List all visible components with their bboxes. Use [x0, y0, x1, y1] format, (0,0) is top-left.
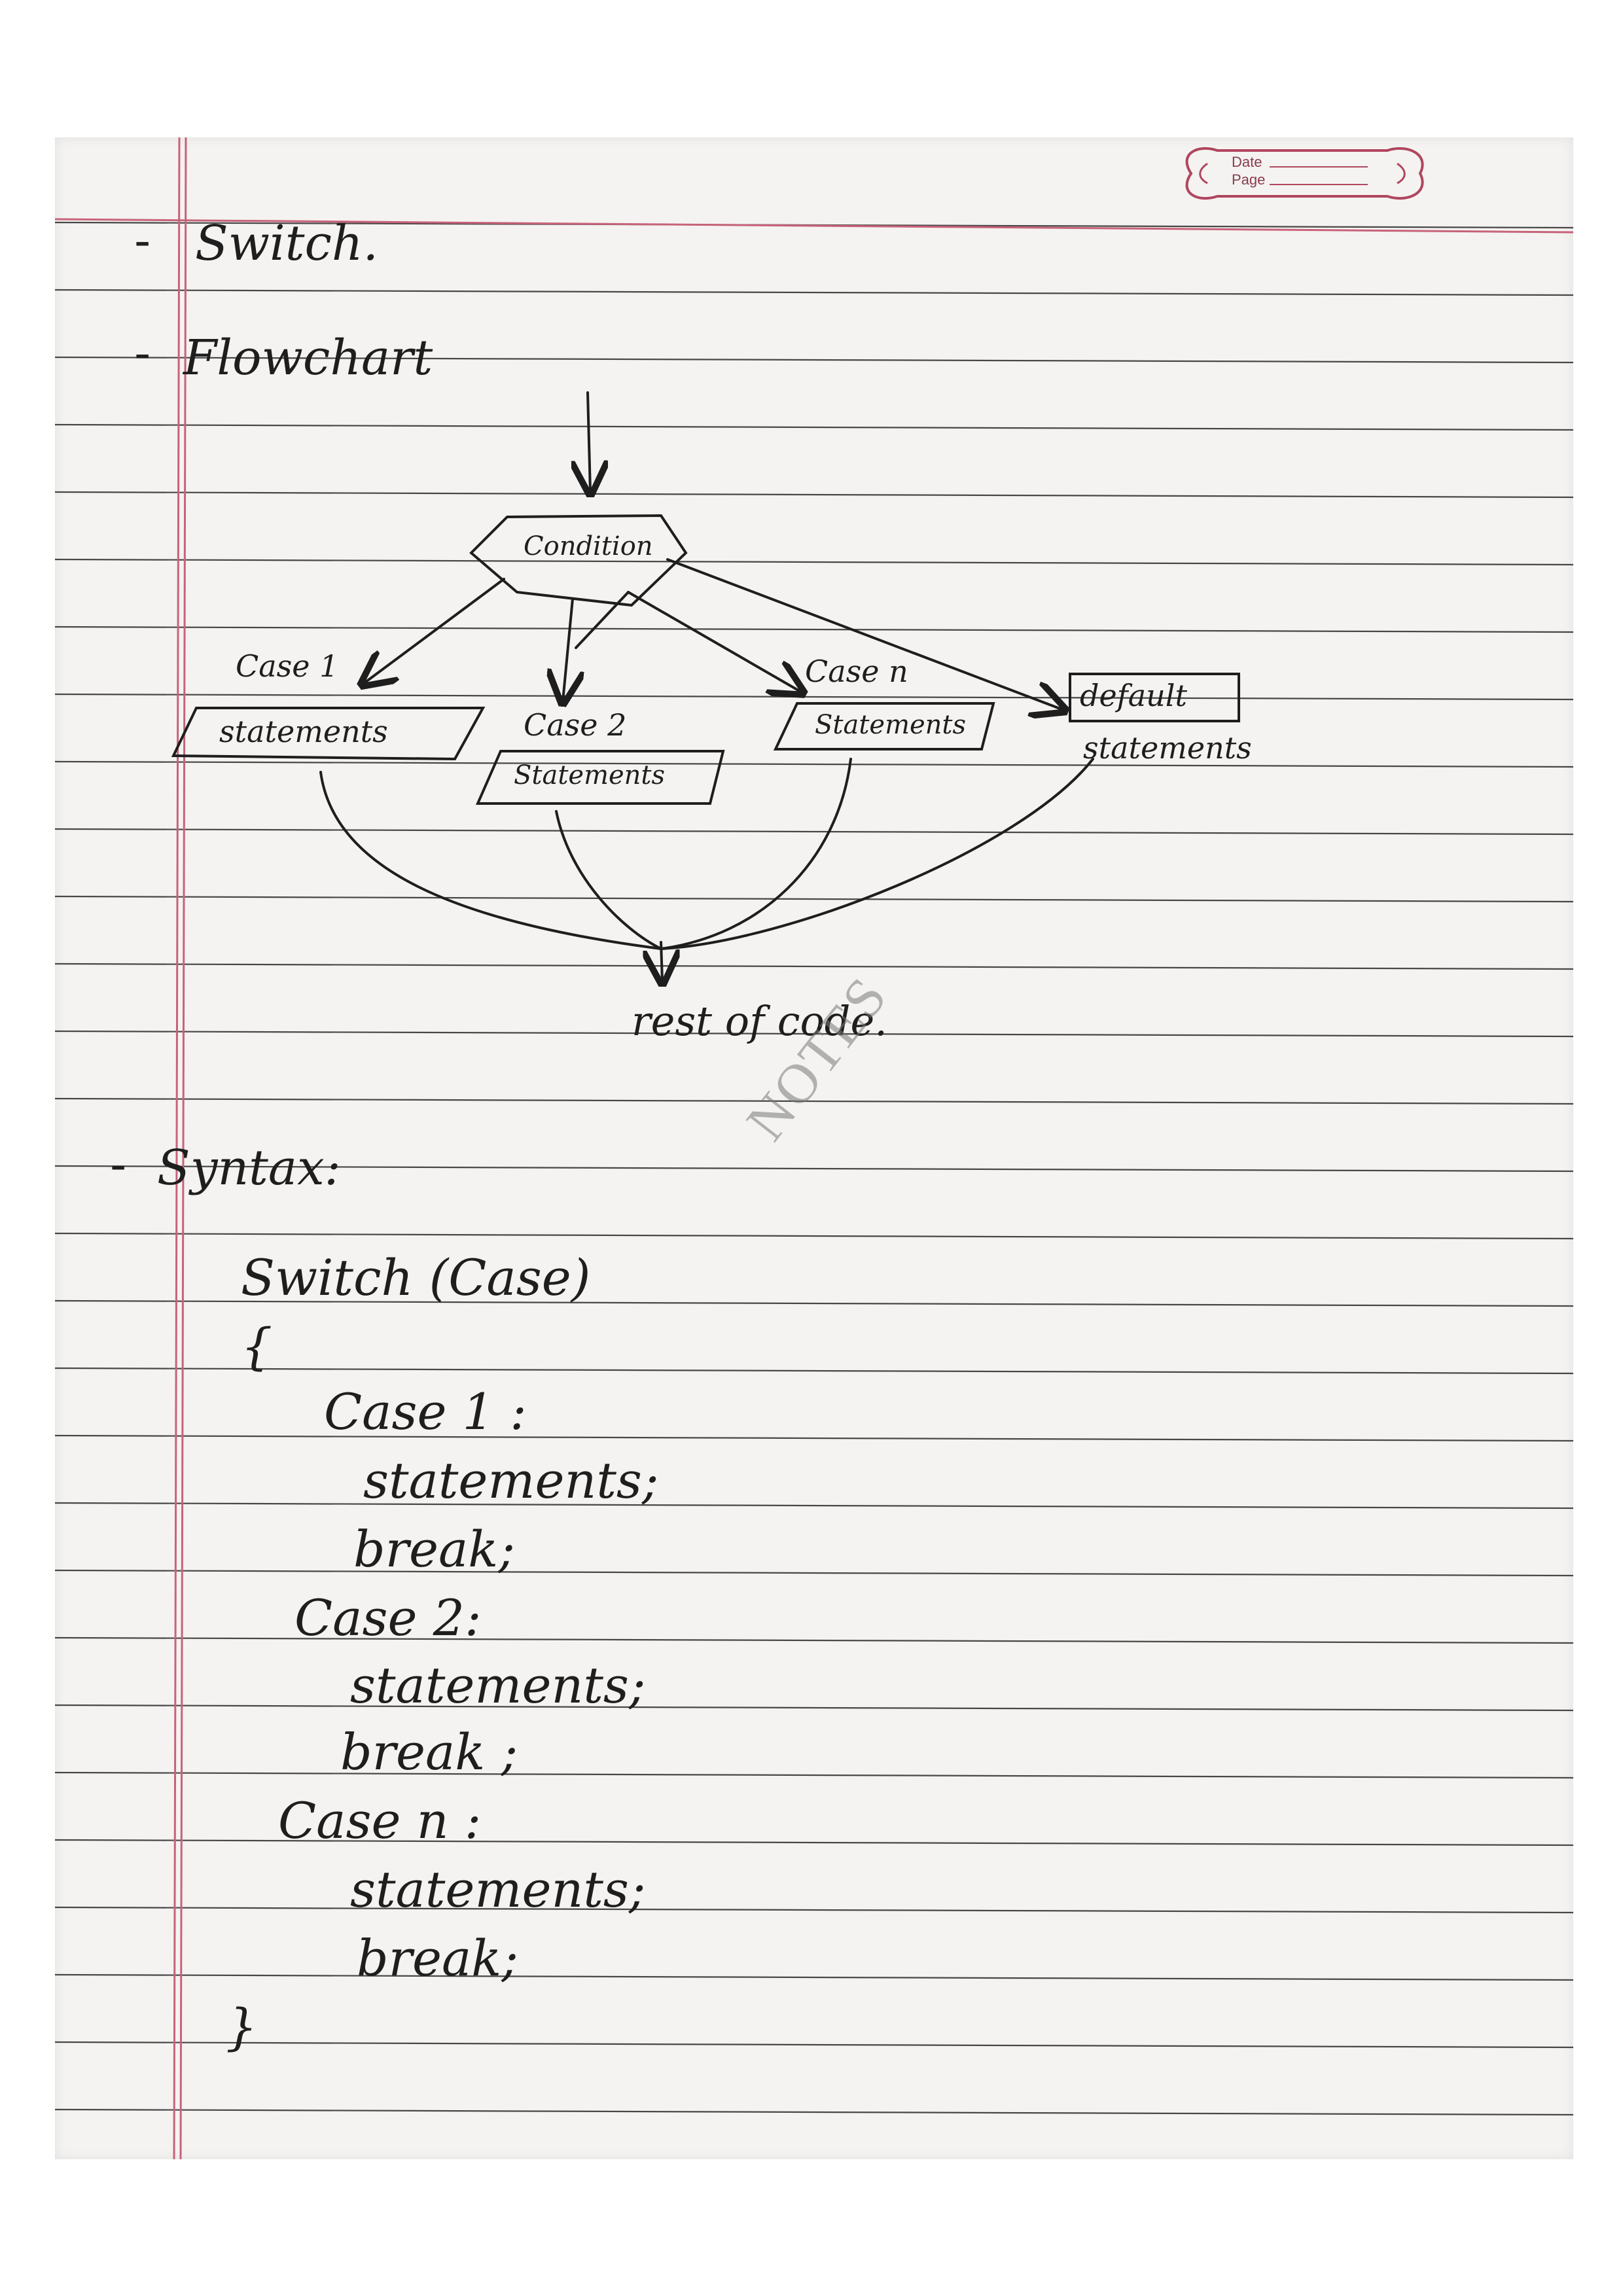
code-line: Switch (Case) — [241, 1248, 591, 1307]
margin-line — [179, 137, 187, 2159]
notebook-page — [55, 137, 1573, 2159]
rule-line — [55, 2041, 1573, 2049]
bullet-dash: - — [134, 214, 151, 268]
rule-line — [55, 1839, 1573, 1846]
heading-syntax: Syntax: — [157, 1140, 341, 1196]
rule-line — [55, 1502, 1573, 1510]
rule-line — [55, 1097, 1573, 1105]
heading-switch: Switch. — [195, 215, 379, 272]
code-line: Case 2: — [294, 1589, 482, 1647]
page-label: Page — [1232, 171, 1266, 188]
condition-label: Condition — [524, 531, 653, 561]
rule-line — [55, 1704, 1573, 1712]
rule-line — [55, 356, 1573, 364]
rule-line — [55, 828, 1573, 836]
rule-line — [55, 1165, 1573, 1173]
code-line: } — [226, 1998, 258, 2056]
casen-label: Case n — [805, 654, 908, 689]
rule-line — [55, 1434, 1573, 1442]
rest-of-code: rest of code. — [632, 997, 887, 1045]
margin-line — [173, 137, 181, 2159]
case2-statements: Statements — [514, 760, 666, 790]
default-label: default — [1080, 678, 1187, 713]
bullet-dash: - — [134, 327, 151, 380]
heading-flowchart: Flowchart — [183, 330, 433, 386]
rule-line — [55, 423, 1573, 431]
rule-line — [55, 760, 1573, 768]
code-line: break; — [357, 1929, 518, 1987]
date-page-stamp: Date Page — [1171, 137, 1433, 209]
case2-label: Case 2 — [524, 707, 627, 743]
code-line: statements; — [363, 1451, 659, 1510]
rule-line — [55, 289, 1573, 296]
rule-line — [55, 1569, 1573, 1577]
rule-line — [55, 491, 1573, 499]
rule-line — [55, 1030, 1573, 1038]
rule-line — [55, 558, 1573, 566]
case1-statements: statements — [219, 714, 388, 749]
rule-line — [55, 1232, 1573, 1240]
default-statements: statements — [1083, 730, 1252, 766]
rule-line — [55, 2108, 1573, 2116]
code-line: break; — [353, 1520, 515, 1578]
stamp-border-icon — [1185, 147, 1424, 200]
code-line: break ; — [340, 1723, 518, 1781]
rule-line — [55, 895, 1573, 903]
rule-line — [55, 1906, 1573, 1914]
rule-line — [55, 1367, 1573, 1375]
bullet-dash: - — [110, 1138, 127, 1192]
code-line: Case n : — [278, 1792, 482, 1850]
code-line: statements; — [350, 1656, 646, 1714]
rule-line — [55, 626, 1573, 633]
date-label: Date — [1232, 154, 1262, 170]
rule-line — [55, 1299, 1573, 1307]
rule-line — [55, 693, 1573, 701]
casen-statements: Statements — [815, 710, 967, 740]
rule-line — [55, 1636, 1573, 1644]
case1-label: Case 1 — [236, 648, 339, 684]
rule-line — [55, 963, 1573, 970]
code-line: Case 1 : — [324, 1383, 527, 1441]
rule-line — [55, 1771, 1573, 1779]
top-margin-line — [55, 218, 1573, 234]
rule-line — [55, 1973, 1573, 1981]
code-line: { — [241, 1317, 273, 1375]
code-line: statements; — [350, 1860, 646, 1918]
